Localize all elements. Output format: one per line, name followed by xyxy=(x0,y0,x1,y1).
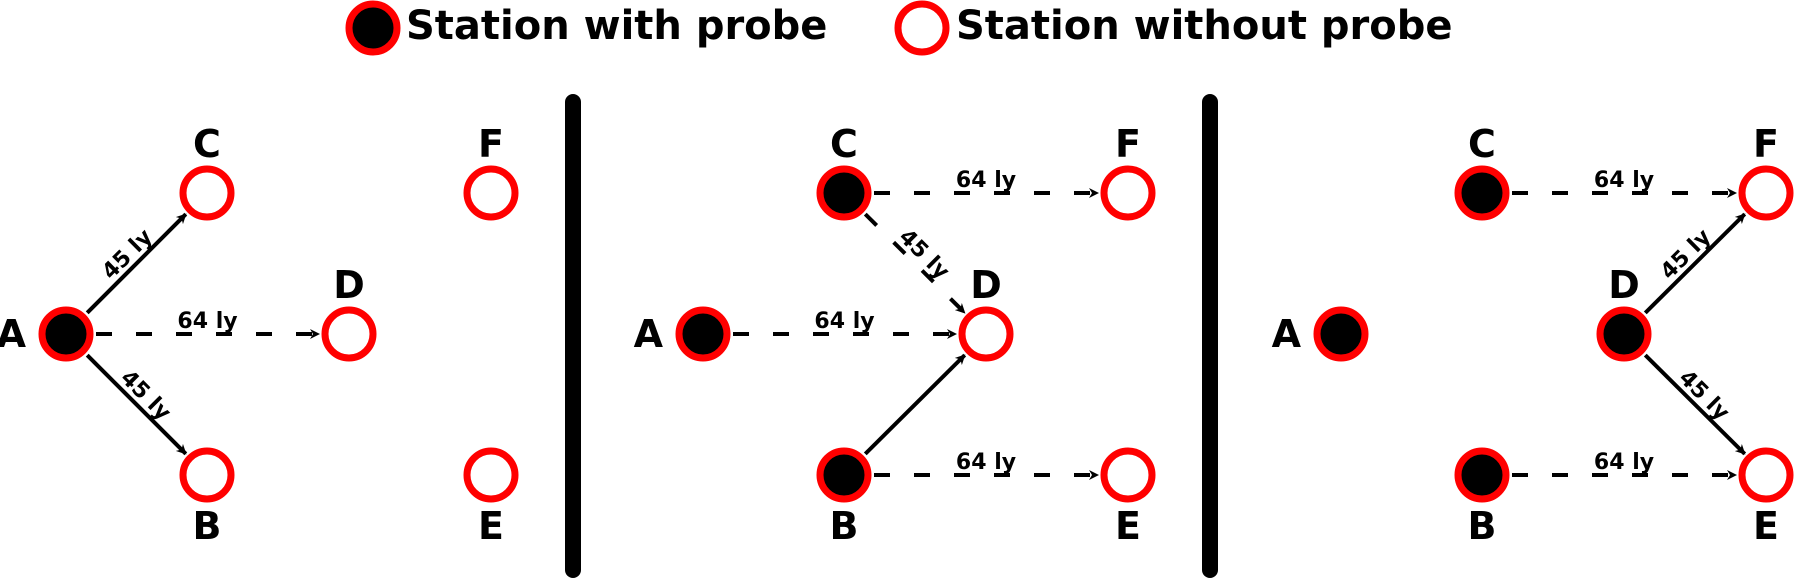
station-d-with-probe xyxy=(1596,306,1652,362)
station-f-without-probe xyxy=(463,165,519,221)
station-c-without-probe xyxy=(179,165,235,221)
station-label-d: D xyxy=(333,263,365,307)
station-label-f: F xyxy=(478,122,504,166)
station-e-without-probe xyxy=(1100,447,1156,503)
station-f-without-probe xyxy=(1738,165,1794,221)
station-label-c: C xyxy=(193,122,221,166)
edge-label-a-d: 64 ly xyxy=(814,309,874,334)
station-label-e: E xyxy=(478,504,504,548)
edge-a-b xyxy=(85,353,188,456)
edge-label-b-e: 64 ly xyxy=(1594,450,1654,475)
station-a-with-probe xyxy=(675,306,731,362)
station-e-without-probe xyxy=(1738,447,1794,503)
station-label-f: F xyxy=(1115,122,1141,166)
legend-with-probe-label: Station with probe xyxy=(406,3,827,49)
station-label-d: D xyxy=(1608,263,1640,307)
station-c-with-probe xyxy=(1454,165,1510,221)
legend-probe-icon xyxy=(345,0,401,56)
station-label-a: A xyxy=(0,312,27,356)
station-label-c: C xyxy=(1468,122,1496,166)
panel-2: 64 ly 45 ly 64 ly 64 ly A B C D E F xyxy=(634,122,1156,548)
station-a-with-probe xyxy=(1313,306,1369,362)
edge-label-a-b: 45 ly xyxy=(115,366,175,426)
station-d-without-probe xyxy=(321,306,377,362)
station-label-b: B xyxy=(193,504,222,548)
edge-a-c xyxy=(85,212,188,315)
station-e-without-probe xyxy=(463,447,519,503)
station-d-without-probe xyxy=(958,306,1014,362)
edge-d-f xyxy=(1643,212,1747,315)
panel-3: 64 ly 45 ly 45 ly 64 ly A B C D E F xyxy=(1272,122,1794,548)
station-a-with-probe xyxy=(38,306,94,362)
edge-d-e xyxy=(1643,353,1747,456)
legend-no-probe-icon xyxy=(894,0,950,56)
edge-label-a-c: 45 ly xyxy=(98,225,158,285)
panel-1: 45 ly 45 ly 64 ly A B C D E F xyxy=(0,122,519,548)
station-label-e: E xyxy=(1753,504,1779,548)
legend-without-probe-label: Station without probe xyxy=(956,3,1453,49)
edge-label-b-e: 64 ly xyxy=(956,450,1016,475)
station-label-a: A xyxy=(634,312,664,356)
station-b-without-probe xyxy=(179,447,235,503)
station-label-b: B xyxy=(1468,504,1497,548)
edge-label-c-f: 64 ly xyxy=(1594,168,1654,193)
edge-label-c-d: 45 ly xyxy=(894,225,954,285)
edge-label-d-e: 45 ly xyxy=(1674,366,1734,426)
legend: Station with probe Station without probe xyxy=(345,0,1453,56)
edge-label-c-f: 64 ly xyxy=(956,168,1016,193)
station-label-b: B xyxy=(830,504,859,548)
station-label-e: E xyxy=(1115,504,1141,548)
station-f-without-probe xyxy=(1100,165,1156,221)
station-label-c: C xyxy=(830,122,858,166)
station-b-with-probe xyxy=(816,447,872,503)
station-label-d: D xyxy=(970,263,1002,307)
station-label-a: A xyxy=(1272,312,1302,356)
edge-b-d xyxy=(863,353,967,456)
station-c-with-probe xyxy=(816,165,872,221)
station-b-with-probe xyxy=(1454,447,1510,503)
edge-label-d-f: 45 ly xyxy=(1656,225,1716,285)
station-label-f: F xyxy=(1753,122,1779,166)
edge-label-a-d: 64 ly xyxy=(177,309,237,334)
